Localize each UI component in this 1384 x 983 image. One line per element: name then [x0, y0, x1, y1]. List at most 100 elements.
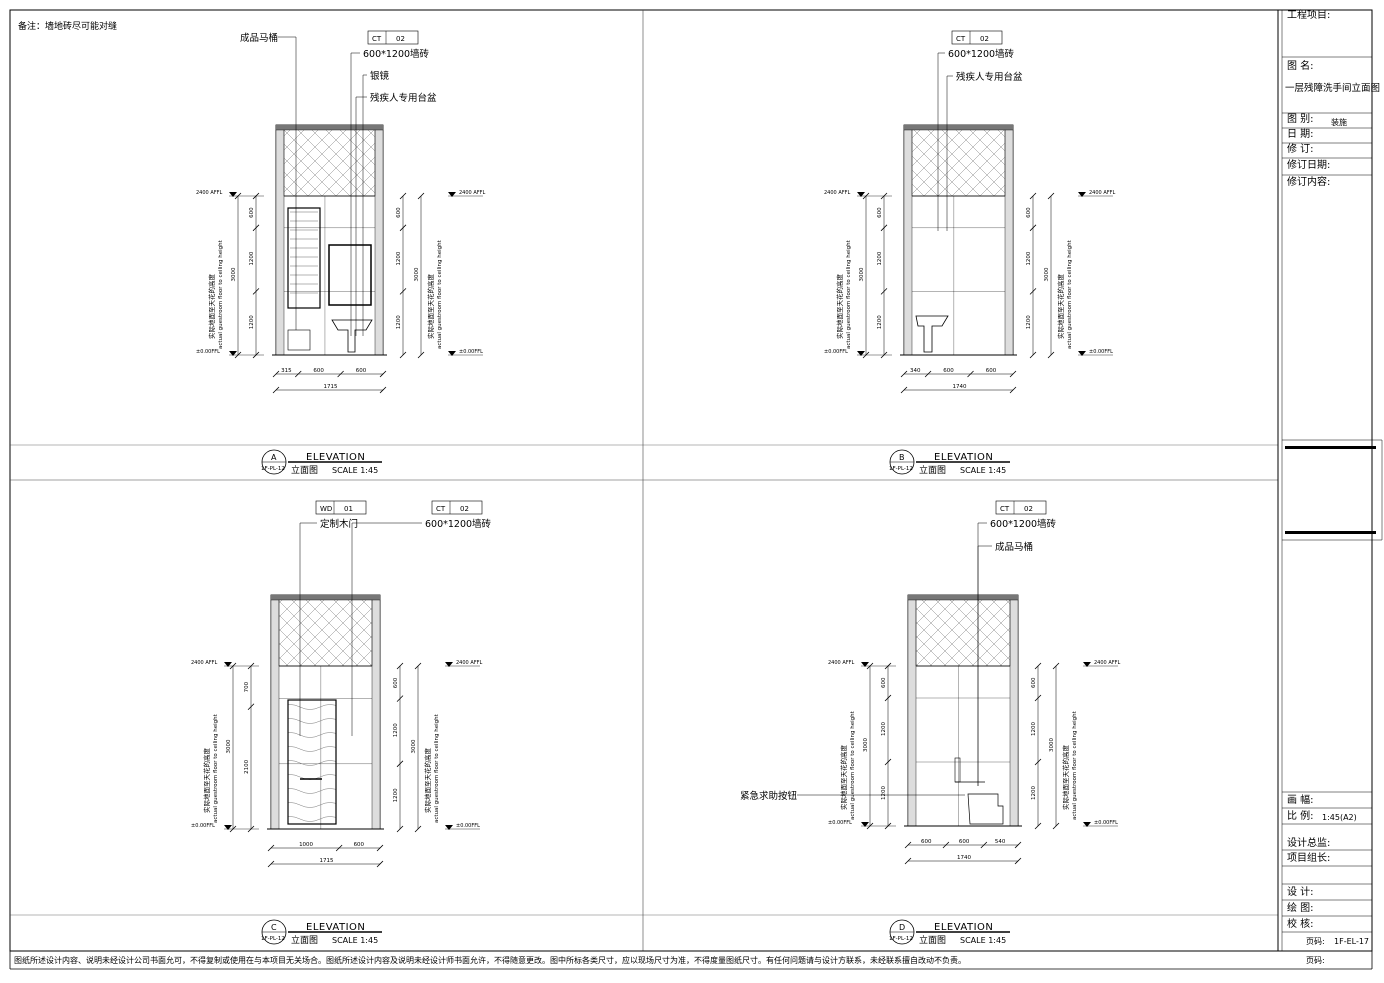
level-label: 2400 AFFL: [459, 190, 485, 196]
dimension-tick: [1052, 822, 1060, 830]
level-marker: [861, 662, 869, 667]
elevation-scale: SCALE 1:45: [332, 466, 378, 475]
level-marker: [1083, 822, 1091, 827]
ceiling-void: [915, 599, 1011, 667]
dimension-tick: [884, 758, 892, 766]
dimension-tick: [1047, 192, 1055, 200]
height-note-en: actual guestroom floor to ceiling height: [213, 713, 219, 823]
level-label: 2400 AFFL: [1094, 660, 1120, 666]
height-note-cn: 实际地面至天花的高度: [1061, 745, 1070, 811]
dimension-tick: [252, 224, 260, 232]
elevation-scale: SCALE 1:45: [960, 466, 1006, 475]
dimension-tick: [1034, 822, 1042, 830]
level-label: ±0.00FFL: [196, 349, 220, 355]
total-width: 1715: [324, 384, 338, 390]
dimension-tick: [379, 386, 387, 394]
dimension-tick: [904, 857, 912, 865]
dimension-tick: [234, 351, 242, 359]
elevation-id: A: [271, 453, 277, 462]
total-height: 3000: [411, 739, 417, 753]
height-note-en: actual guestroom floor to ceiling height: [218, 239, 224, 349]
revision-content-label: 修订内容:: [1287, 177, 1331, 188]
material-tag: [315, 500, 367, 515]
dimension-value: 600: [881, 677, 887, 688]
dimension-value: 600: [1031, 677, 1037, 688]
total-height: 3000: [1044, 267, 1050, 281]
basin: [915, 315, 949, 353]
dimension-value: 1200: [877, 251, 883, 265]
elevation-scale: SCALE 1:45: [332, 936, 378, 945]
dimension-tick: [396, 695, 404, 702]
level-label: 2400 AFFL: [824, 190, 850, 196]
dimension-tick: [924, 370, 932, 378]
material-tag-code: CT: [1000, 505, 1010, 513]
dimension-tick: [880, 288, 888, 295]
dimension-tick: [247, 825, 255, 833]
level-marker: [229, 192, 237, 197]
dimension-value: 600: [356, 368, 367, 374]
dimension-tick: [247, 703, 255, 711]
dimension-value: 1200: [877, 315, 883, 329]
dimension-value: 600: [249, 207, 255, 218]
ceiling-void: [911, 129, 1006, 197]
total-width: 1740: [957, 855, 971, 861]
elevation-id: C: [271, 923, 277, 932]
callout-label: 成品马桶: [995, 541, 1033, 553]
dimension-tick: [252, 351, 260, 359]
callout-label: 成品马桶: [240, 32, 278, 44]
level-marker: [857, 192, 865, 197]
height-note-cn: 实际地面至天花的高度: [1056, 274, 1065, 340]
elevation-id: D: [899, 923, 905, 932]
level-label: ±0.00FFL: [828, 820, 852, 826]
level-marker: [448, 192, 456, 197]
height-note-cn: 实际地面至天花的高度: [423, 748, 432, 814]
elevation-subtitle: 立面图: [919, 934, 946, 946]
dimension-value: 340: [910, 368, 921, 374]
level-label: ±0.00FFL: [456, 823, 480, 829]
total-height: 3000: [863, 738, 869, 752]
level-label: ±0.00FFL: [1094, 820, 1118, 826]
dimension-value: 2100: [244, 759, 250, 773]
material-tag-code: CT: [436, 505, 446, 513]
level-label: ±0.00FFL: [824, 349, 848, 355]
callout-label: 600*1200墙砖: [363, 48, 430, 60]
general-note: 备注：墙地砖尽可能对缝: [18, 22, 118, 32]
elevation-id: B: [899, 453, 905, 462]
dimension-tick: [294, 370, 302, 378]
dimension-tick: [272, 370, 280, 378]
dimension-value: 1200: [881, 786, 887, 800]
dimension-tick: [1014, 857, 1022, 865]
toilet: [287, 329, 311, 351]
level-label: 2400 AFFL: [196, 190, 222, 196]
ceiling-slab: [908, 595, 1018, 600]
level-label: ±0.00FFL: [459, 349, 483, 355]
callout-label: 定制木门: [320, 518, 358, 530]
project-leader-label: 项目组长:: [1287, 853, 1331, 864]
right-wall: [1004, 129, 1014, 356]
material-tag-number: 02: [980, 35, 989, 43]
dimension-tick: [417, 351, 425, 359]
height-note-en: actual guestroom floor to ceiling height: [1067, 239, 1073, 349]
dimension-tick: [967, 370, 974, 378]
dimension-tick: [1034, 694, 1042, 702]
design-director-label: 设计总监:: [1287, 838, 1331, 849]
dimension-value: 600: [354, 842, 365, 848]
callout-label: 残疾人专用台盆: [370, 92, 437, 104]
page-no-value: 1F-EL-17: [1334, 937, 1370, 946]
basin: [331, 319, 373, 353]
dimension-value: 600: [1026, 207, 1032, 218]
dimension-tick: [900, 386, 908, 394]
dimension-tick: [252, 192, 260, 200]
dimension-value: 600: [396, 207, 402, 218]
dimension-tick: [1029, 192, 1037, 200]
dimension-tick: [1034, 758, 1042, 766]
elevation-ref: 1F-PL-12: [261, 936, 285, 942]
dimension-value: 540: [995, 839, 1006, 845]
dimension-value: 600: [313, 368, 324, 374]
dimension-value: 1200: [1031, 786, 1037, 800]
project-label: 工程项目:: [1287, 10, 1331, 21]
material-tag-code: CT: [956, 35, 966, 43]
